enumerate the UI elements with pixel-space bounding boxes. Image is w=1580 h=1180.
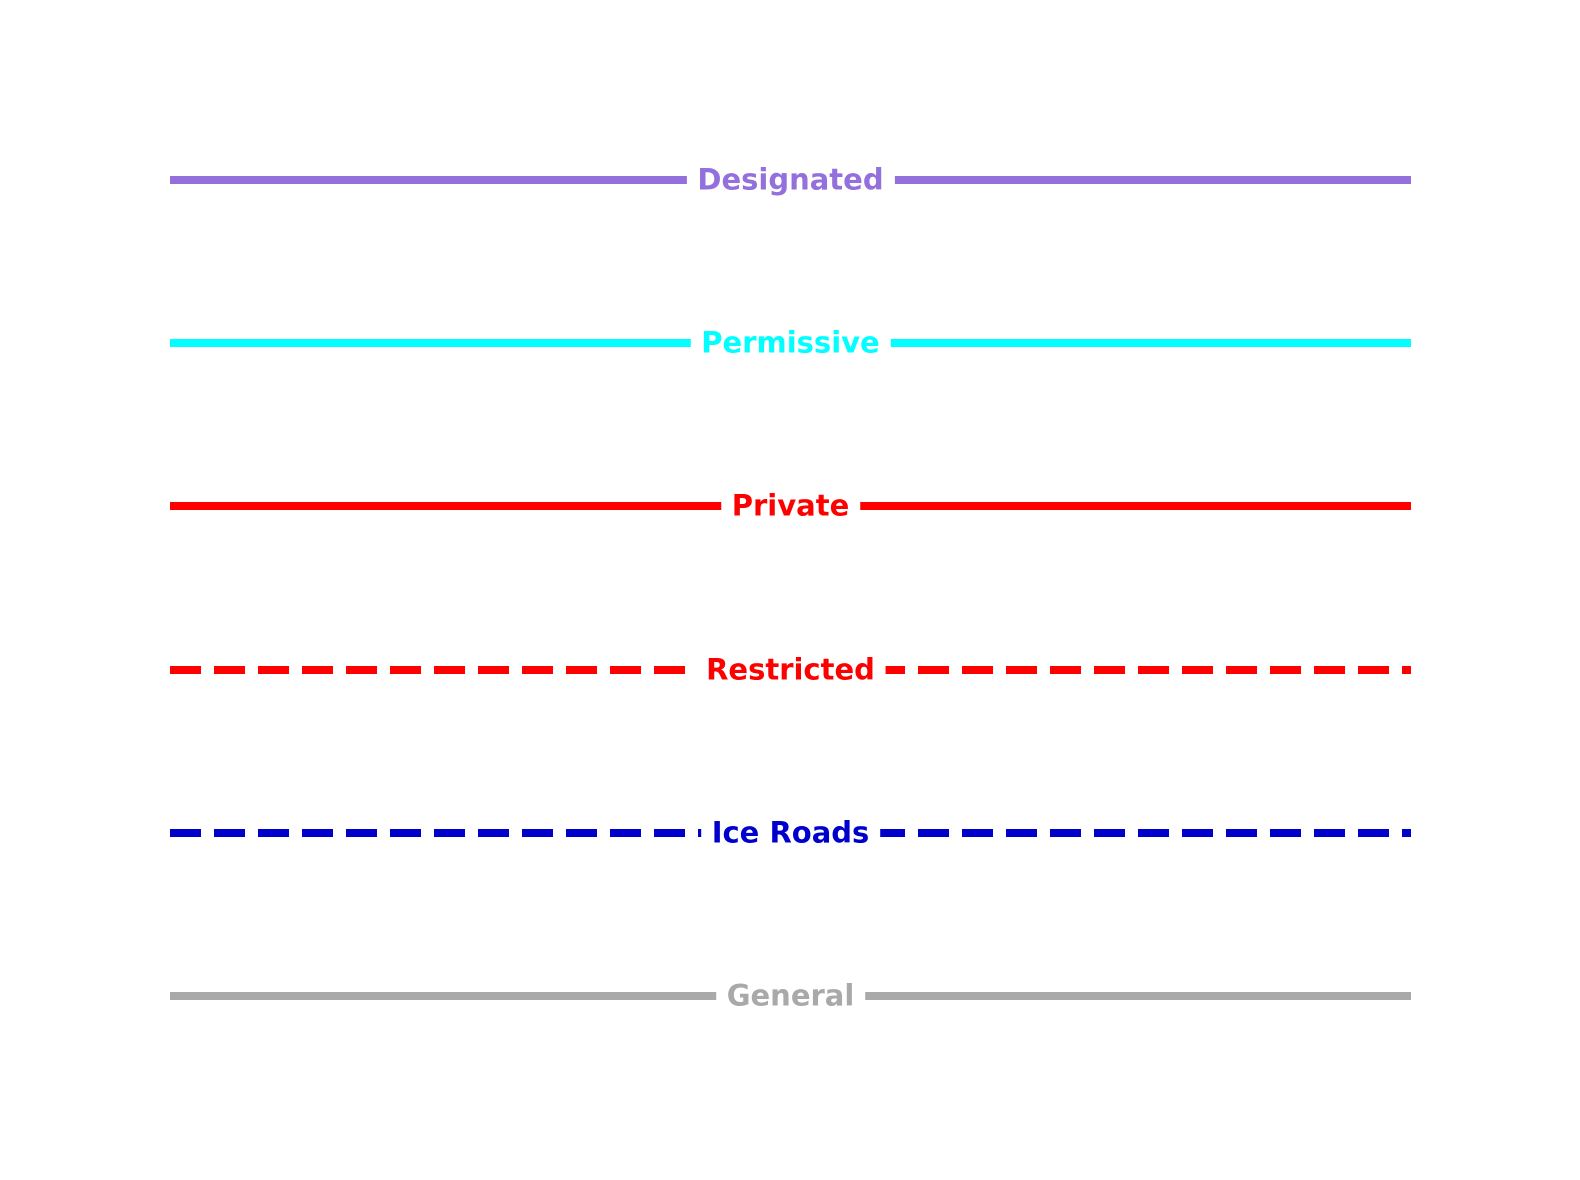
- legend-row-private: Private: [170, 487, 1411, 526]
- legend-row-general: General: [170, 977, 1411, 1015]
- legend-label-restricted: Restricted: [695, 650, 886, 689]
- legend-label-permissive: Permissive: [690, 324, 891, 362]
- legend-row-restricted: Restricted: [170, 650, 1411, 689]
- legend-label-ice-roads: Ice Roads: [700, 814, 881, 852]
- legend-label-general: General: [715, 977, 866, 1015]
- legend-label-designated: Designated: [686, 161, 895, 199]
- legend-row-ice-roads: Ice Roads: [170, 814, 1411, 852]
- legend-row-designated: Designated: [170, 161, 1411, 199]
- legend-row-permissive: Permissive: [170, 324, 1411, 362]
- legend-label-private: Private: [720, 487, 861, 526]
